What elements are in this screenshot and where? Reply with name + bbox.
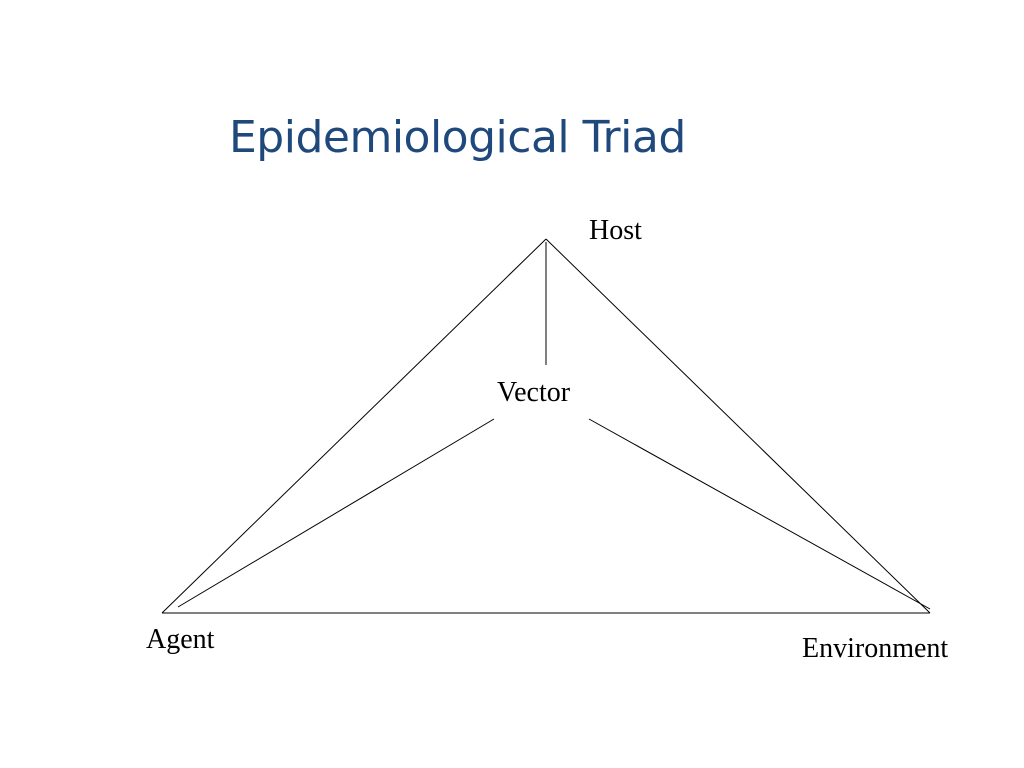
edge-host-environment: [545, 238, 931, 614]
page-title: Epidemiological Triad: [229, 112, 686, 163]
edge-host-agent: [161, 238, 547, 614]
agent-label: Agent: [146, 624, 215, 655]
edge-vector-environment: [588, 418, 931, 610]
vector-label: Vector: [497, 377, 571, 408]
edge-vector-agent: [177, 418, 495, 608]
host-label: Host: [589, 215, 642, 246]
environment-label: Environment: [802, 633, 948, 664]
